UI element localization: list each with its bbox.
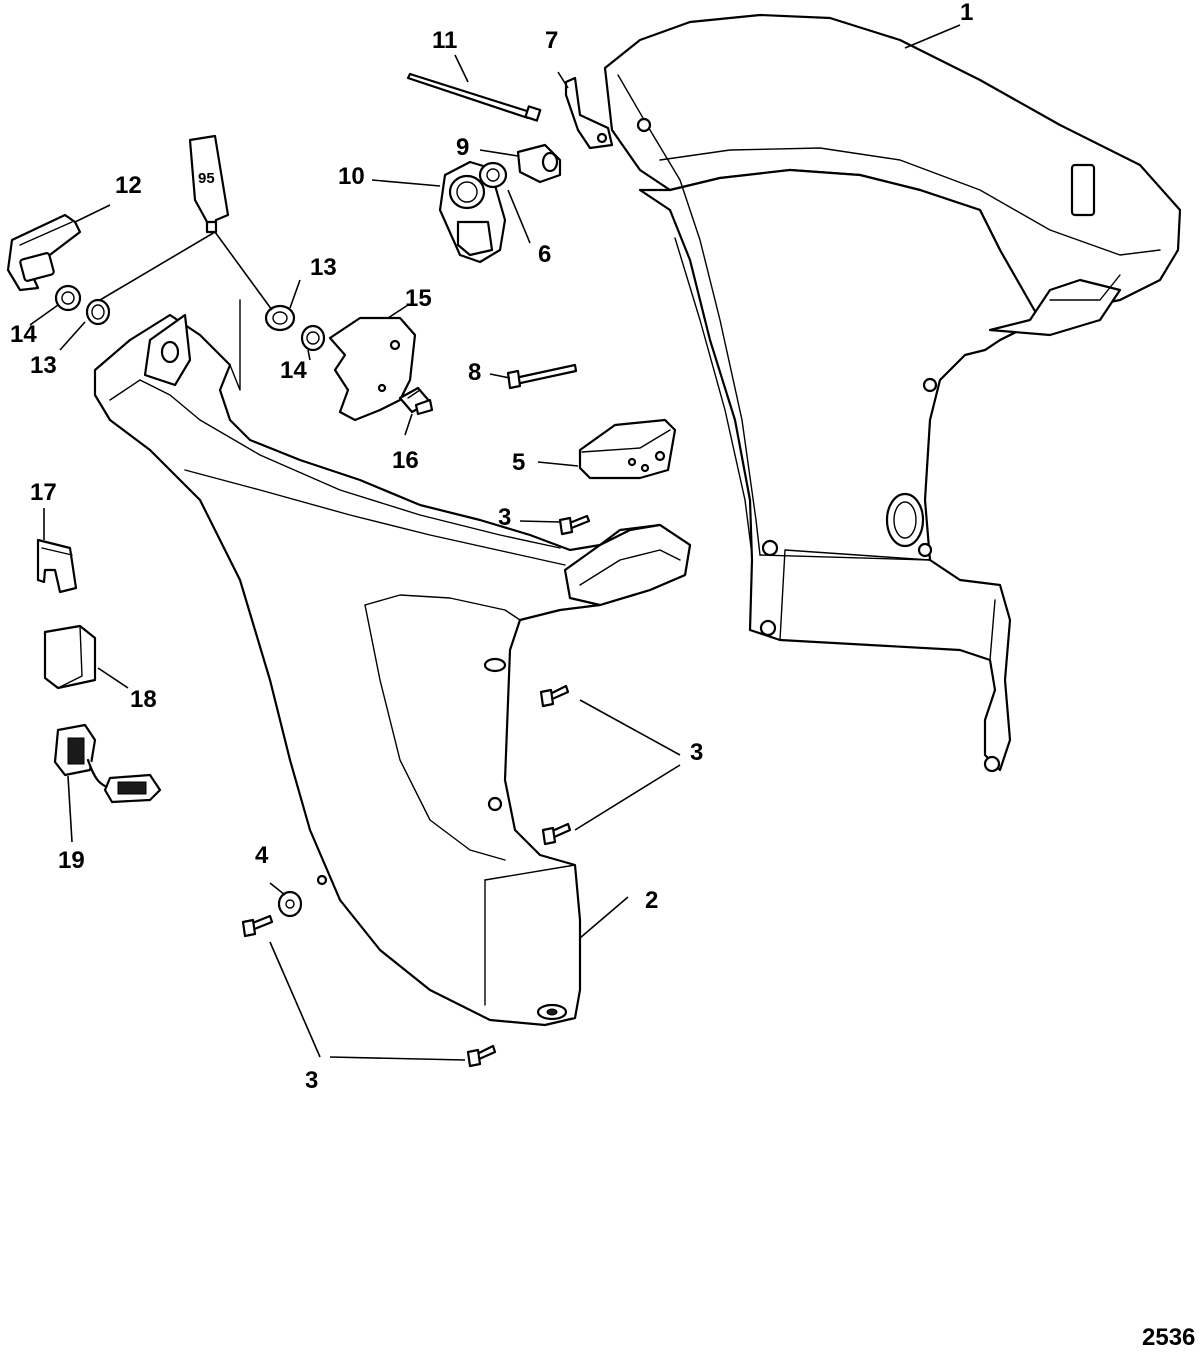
callout-labels: 1 2 3 3 3 4 5 6 7 8 9 10 11 12 13 13 14 … [10,0,973,1094]
callout-3: 3 [690,739,703,766]
callout-3: 3 [498,504,511,531]
callout-17: 17 [30,479,57,506]
callout-6: 6 [538,241,551,268]
part-9-knob [516,143,562,184]
sealant-tube: 95 [188,134,230,234]
callout-8: 8 [468,359,481,386]
leader-lines [29,24,961,1061]
callout-12: 12 [115,172,142,199]
washer-14-left [54,284,82,312]
callout-13: 13 [310,254,337,281]
washer-13-left [85,298,111,326]
part-3-screw-e [466,1044,497,1068]
part-3-screw-d [241,914,274,938]
part-4-washer [277,890,303,918]
part-19-switch-harness [53,723,162,804]
callout-10: 10 [338,163,365,190]
callout-3: 3 [305,1067,318,1094]
callout-1: 1 [960,0,973,26]
callout-18: 18 [130,686,157,713]
callout-9: 9 [456,134,469,161]
callout-16: 16 [392,447,419,474]
callout-14: 14 [10,321,37,348]
callout-19: 19 [58,847,85,874]
callout-13: 13 [30,352,57,379]
part-8-long-screw [506,363,578,390]
callout-11: 11 [432,27,457,54]
figure-number: 2536 [1142,1324,1195,1351]
part-17-clip [36,538,78,594]
washer-14-right [300,324,326,352]
callout-2: 2 [645,887,658,914]
washer-13-right [264,304,296,332]
callout-4: 4 [255,842,269,869]
part-18-switch-cover [43,624,97,690]
part-2-cowl-half [93,299,692,1027]
part-16-bolt [398,386,434,416]
part-11-cable-tie [406,72,542,122]
part-5-cover [578,418,677,480]
part-3-screw-a [558,514,591,536]
callout-15: 15 [405,285,432,312]
part-6-grommet [478,161,508,189]
callout-14: 14 [280,357,307,384]
part-12-handle [6,213,82,292]
tube-marking: 95 [198,170,215,187]
callout-7: 7 [545,27,558,54]
part-1-cowl-half [603,13,1182,773]
part-3-screw-c [541,822,572,846]
callout-5: 5 [512,449,525,476]
part-15-latch-plate [328,316,417,422]
part-3-screw-b [539,684,570,708]
part-7-bracket [564,76,614,150]
